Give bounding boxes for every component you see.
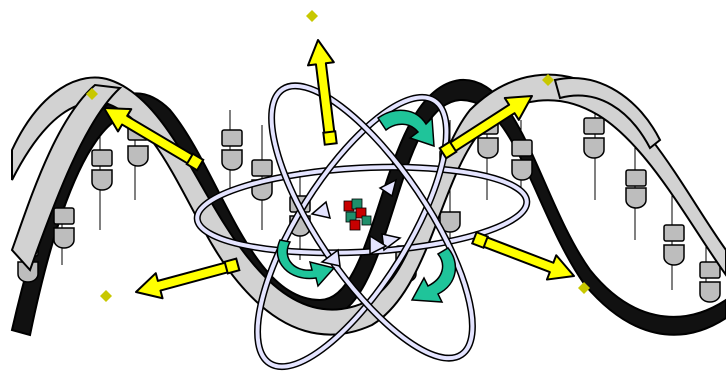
base-block: [128, 146, 148, 166]
base-block: [700, 282, 720, 302]
base-block: [626, 188, 646, 208]
base-block: [584, 118, 604, 134]
base-block: [54, 208, 74, 224]
nucleus-icon: [344, 199, 371, 230]
base-block: [626, 170, 646, 186]
base-block: [252, 160, 272, 176]
base-block: [92, 170, 112, 190]
orbit-tilted-right: [237, 59, 507, 377]
radiation-arrow-icon: [136, 259, 239, 299]
base-block: [584, 138, 604, 158]
base-block: [512, 160, 532, 180]
base-block: [92, 150, 112, 166]
base-block: [700, 262, 720, 278]
base-block: [478, 138, 498, 158]
base-block: [512, 140, 532, 156]
particle-icon: [100, 290, 112, 302]
base-block: [222, 130, 242, 146]
base-block: [664, 225, 684, 241]
base-block: [54, 228, 74, 248]
base-block: [222, 150, 242, 170]
base-block: [664, 245, 684, 265]
particle-icon: [306, 10, 318, 22]
